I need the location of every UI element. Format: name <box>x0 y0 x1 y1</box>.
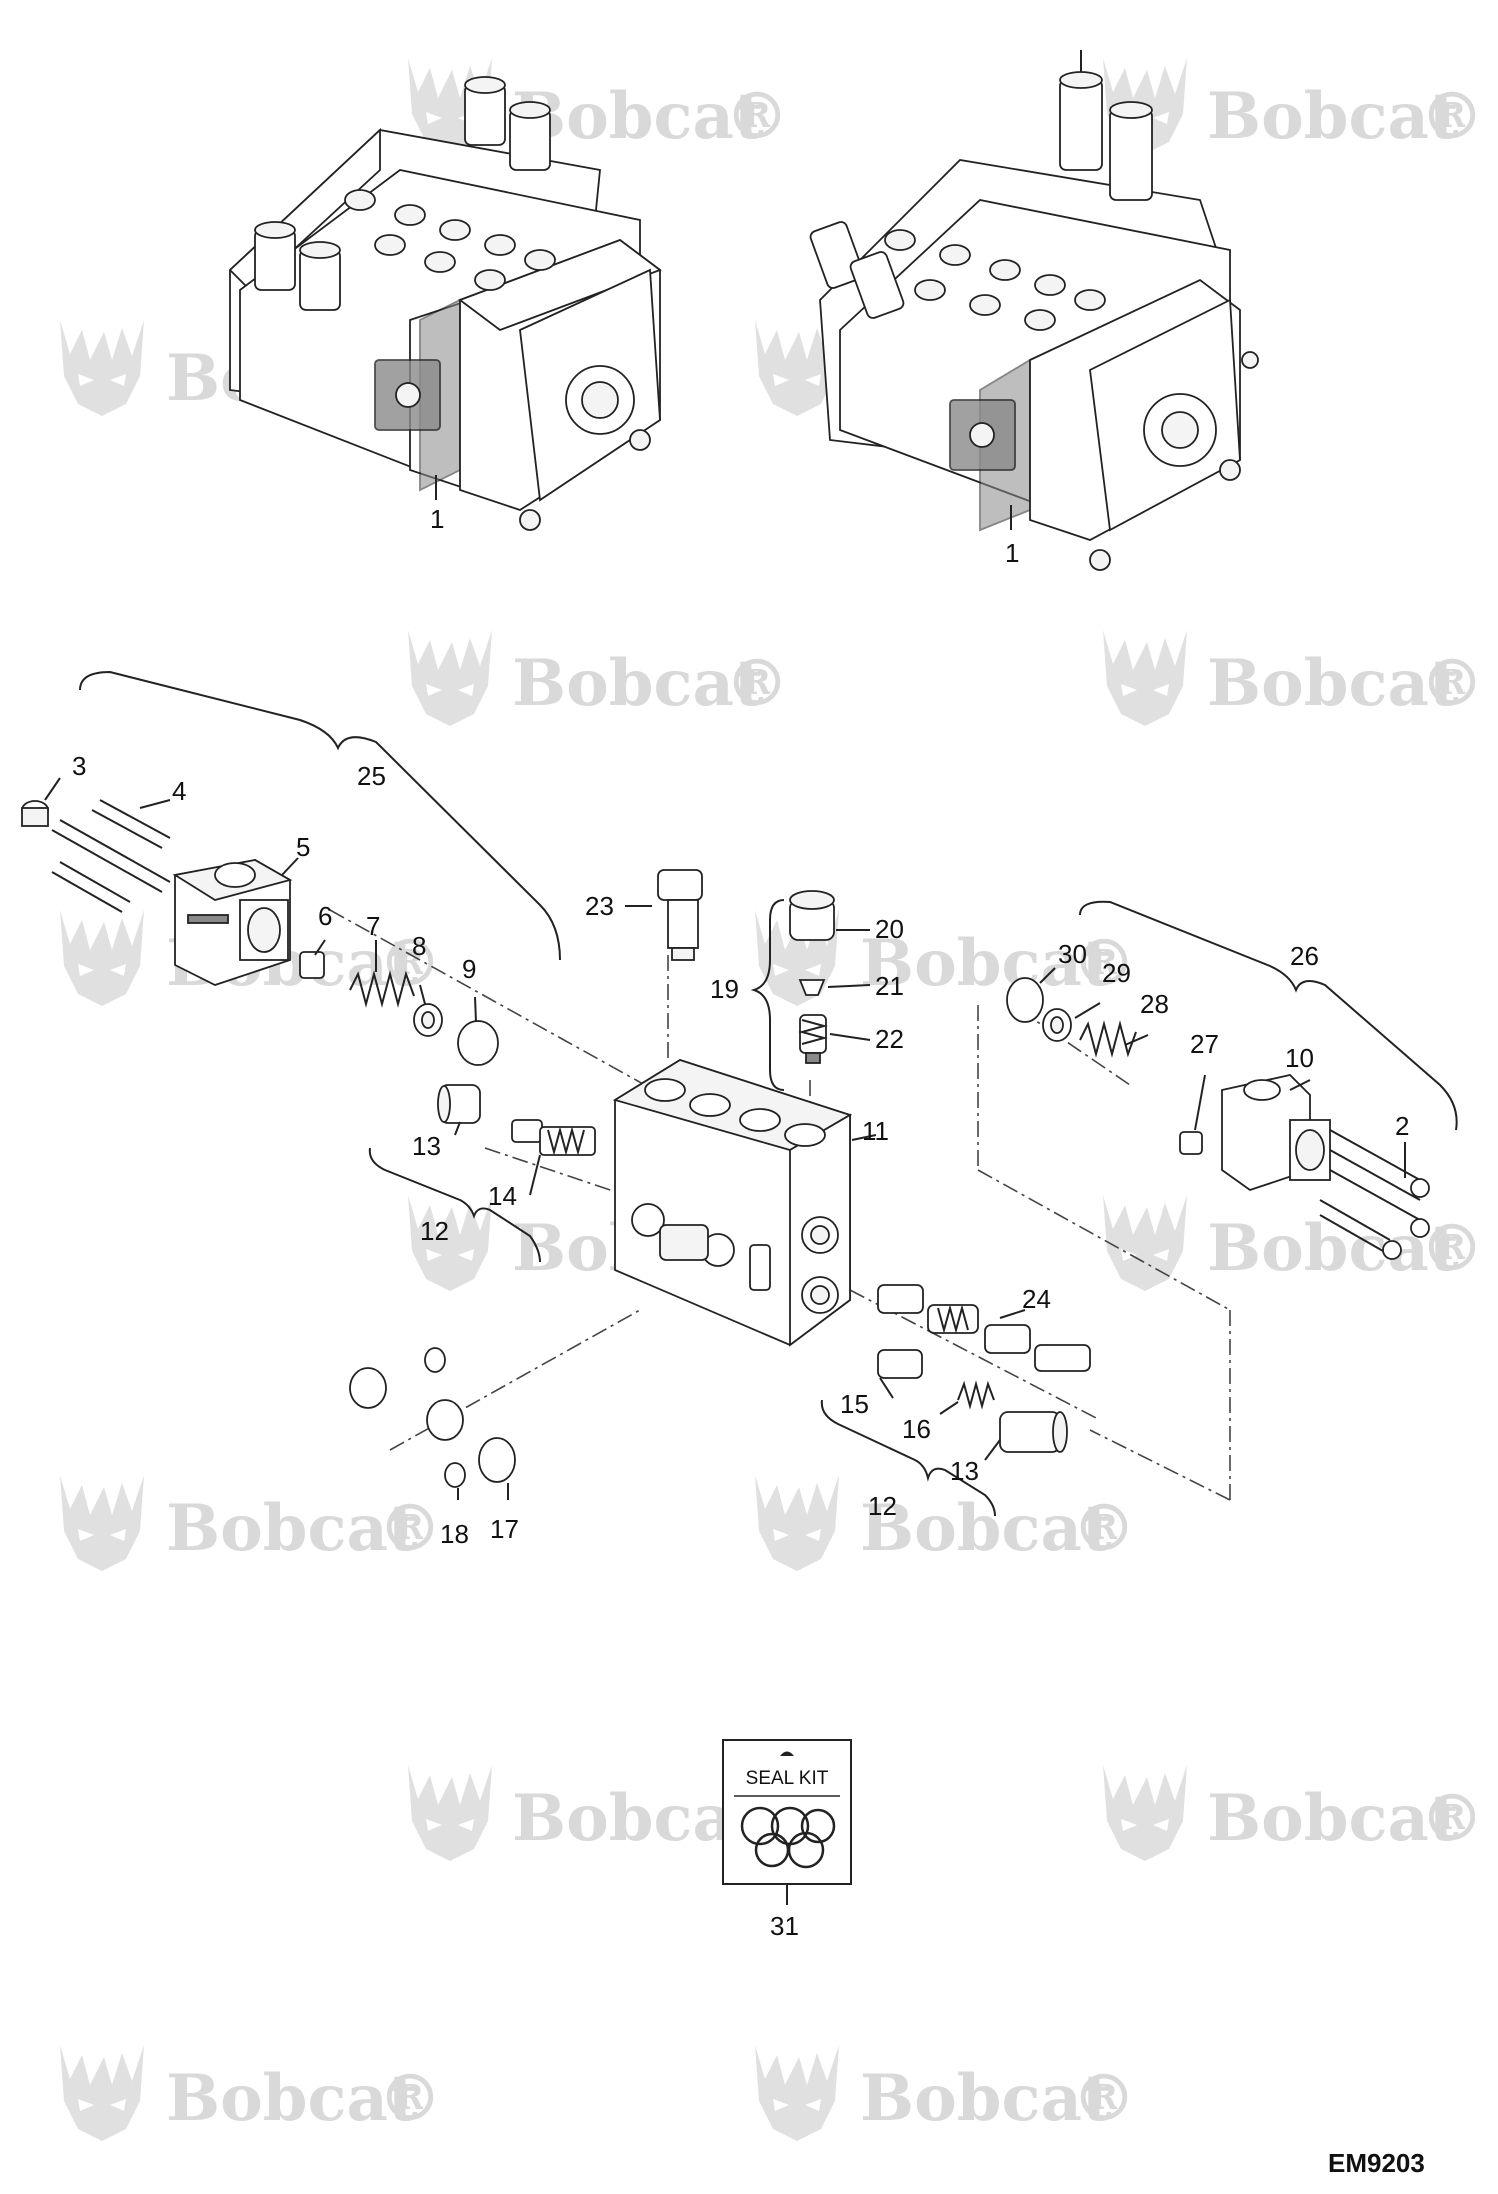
watermark: Bobcat® <box>755 1475 1136 1571</box>
callout-30: 30 <box>1058 939 1087 969</box>
callout-24: 24 <box>1022 1284 1051 1314</box>
svg-text:®: ® <box>1420 1781 1484 1856</box>
bracket-12-left <box>368 1147 541 1263</box>
callout-16: 16 <box>902 1414 931 1444</box>
svg-text:®: ® <box>1420 79 1484 154</box>
svg-text:Bobcat: Bobcat <box>512 1781 764 1856</box>
svg-text:®: ® <box>1072 1491 1136 1566</box>
callout-14: 14 <box>488 1181 517 1211</box>
spool-24 <box>877 1284 1091 1372</box>
callout-18: 18 <box>440 1519 469 1549</box>
callout-25: 25 <box>357 761 386 791</box>
bracket-25 <box>79 670 561 961</box>
svg-text:Bobcat: Bobcat <box>1207 79 1459 154</box>
watermark: Bobcat® <box>408 630 789 726</box>
callout-21: 21 <box>875 971 904 1001</box>
callout-11: 11 <box>862 1116 889 1146</box>
svg-text:Bobcat: Bobcat <box>1207 1781 1459 1856</box>
callout-2: 2 <box>1395 1111 1409 1141</box>
bracket-26 <box>1079 900 1458 1131</box>
callout-28: 28 <box>1140 989 1169 1019</box>
callout-12: 12 <box>868 1491 897 1521</box>
watermark: Bobcat® <box>1103 1195 1484 1291</box>
relief-cartridge-23 <box>657 869 703 961</box>
watermark: Bobcat® <box>755 2045 1136 2141</box>
callout-22: 22 <box>875 1024 904 1054</box>
spool-parts-right-12 <box>877 1349 1068 1453</box>
callout-27: 27 <box>1190 1029 1219 1059</box>
svg-text:®: ® <box>378 2061 442 2136</box>
valve-section-body-11 <box>612 1059 853 1347</box>
svg-text:®: ® <box>378 926 442 1001</box>
outlet-parts-right <box>1006 977 1430 1260</box>
valve-assembly-right-view <box>809 50 1259 571</box>
callout-8: 8 <box>412 931 426 961</box>
svg-text:®: ® <box>378 1491 442 1566</box>
watermark: Bobcat® <box>1103 58 1484 154</box>
callout-17: 17 <box>490 1514 519 1544</box>
bracket-12-right <box>820 1399 996 1517</box>
drawing-id: EM9203 <box>1328 2148 1425 2178</box>
callout-12: 12 <box>420 1216 449 1246</box>
callout-3: 3 <box>72 751 86 781</box>
watermark: Bobcat® <box>755 910 1136 1006</box>
svg-text:Bobcat: Bobcat <box>860 2061 1112 2136</box>
callout-10: 10 <box>1285 1043 1314 1073</box>
svg-text:®: ® <box>1420 646 1484 721</box>
callout-26: 26 <box>1290 941 1319 971</box>
watermark: Bobcat® <box>1103 630 1484 726</box>
svg-text:Bobcat: Bobcat <box>166 2061 418 2136</box>
svg-text:®: ® <box>1420 1211 1484 1286</box>
callout-13: 13 <box>950 1456 979 1486</box>
seal-kit-31: SEAL KIT <box>722 1739 852 1905</box>
callout-20: 20 <box>875 914 904 944</box>
spool-parts-left-12 <box>437 1084 596 1156</box>
watermark: Bobcat® <box>1103 1765 1484 1861</box>
check-parts-19 <box>789 890 835 1064</box>
callout-23: 23 <box>585 891 614 921</box>
seal-kit-label: SEAL KIT <box>746 1768 829 1789</box>
callout-labels: 1 1 25 3 4 5 6 7 8 9 23 20 19 21 22 11 1… <box>72 504 1409 1941</box>
bracket-19 <box>750 899 785 1091</box>
svg-text:®: ® <box>725 79 789 154</box>
callout-6: 6 <box>318 901 332 931</box>
svg-text:Bobcat: Bobcat <box>860 1491 1112 1566</box>
callout-29: 29 <box>1102 958 1131 988</box>
callout-31: 31 <box>770 1911 799 1941</box>
callout-5: 5 <box>296 832 310 862</box>
watermark: Bobcat® <box>408 58 789 154</box>
svg-text:®: ® <box>1072 2061 1136 2136</box>
svg-text:Bobcat: Bobcat <box>1207 646 1459 721</box>
o-rings-17-18 <box>349 1347 516 1488</box>
callout-13: 13 <box>412 1131 441 1161</box>
leader-lines <box>44 777 1406 1500</box>
watermark: Bobcat® <box>60 2045 442 2141</box>
svg-text:Bobcat: Bobcat <box>860 926 1112 1001</box>
callout-19: 19 <box>710 974 739 1004</box>
callout-9: 9 <box>462 954 476 984</box>
svg-text:®: ® <box>725 646 789 721</box>
callout-7: 7 <box>366 911 380 941</box>
callout-15: 15 <box>840 1389 869 1419</box>
callout-4: 4 <box>172 776 186 806</box>
callout-1: 1 <box>430 504 444 534</box>
callout-1: 1 <box>1005 538 1019 568</box>
svg-text:Bobcat: Bobcat <box>512 646 764 721</box>
valve-assembly-left-view <box>228 76 662 531</box>
inlet-parts-left <box>21 799 499 1066</box>
svg-text:Bobcat: Bobcat <box>166 1491 418 1566</box>
watermark: Bobcat® <box>60 1475 442 1571</box>
svg-text:Bobcat: Bobcat <box>512 79 764 154</box>
svg-text:®: ® <box>1072 926 1136 1001</box>
